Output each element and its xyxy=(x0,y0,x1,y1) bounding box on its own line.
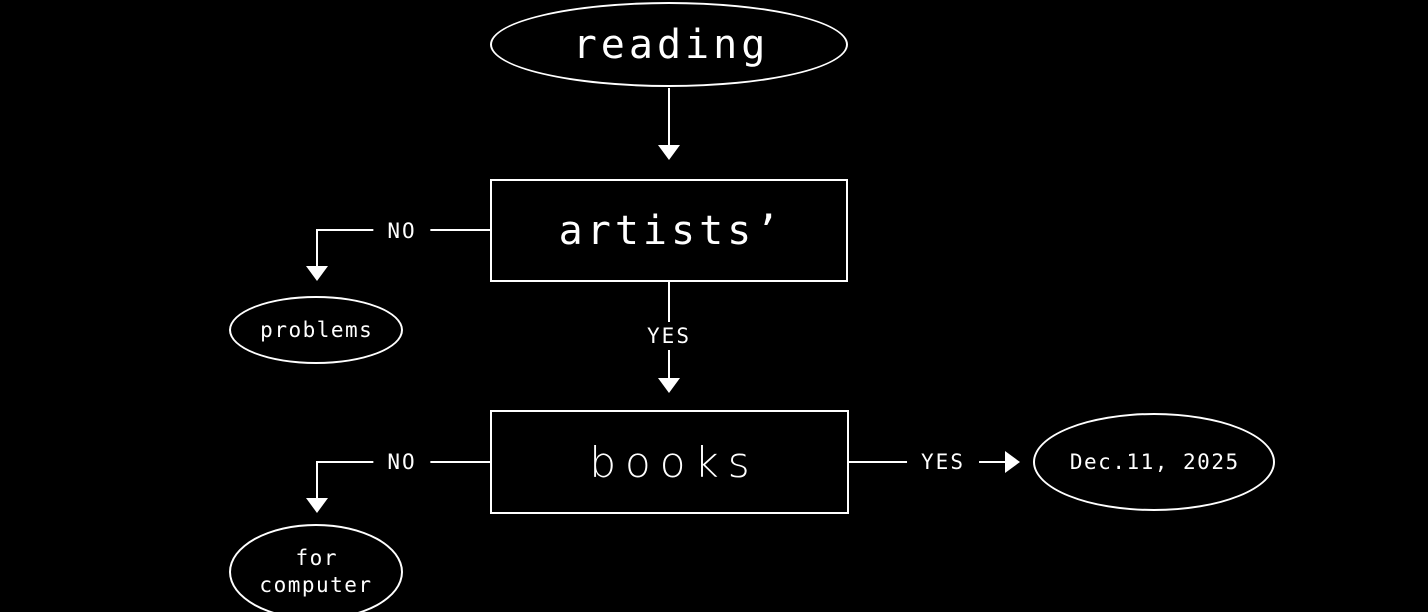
node-artists-label: artists’ xyxy=(558,207,784,254)
node-for-computer: for computer xyxy=(229,524,403,612)
node-books-label: books xyxy=(589,437,759,487)
arrowhead-down-artists-yes xyxy=(658,378,680,393)
edge-line-reading-artists xyxy=(668,88,670,146)
edge-label-books-no: NO xyxy=(373,448,431,476)
arrowhead-right-books-yes xyxy=(1005,451,1020,473)
node-artists: artists’ xyxy=(490,179,848,282)
node-problems: problems xyxy=(229,296,403,364)
node-for-computer-label: for computer xyxy=(259,546,373,597)
node-reading-label: reading xyxy=(572,21,770,68)
edge-label-artists-yes: YES xyxy=(633,322,705,350)
arrowhead-down-books-no xyxy=(306,498,328,513)
node-date: Dec.11, 2025 xyxy=(1033,413,1275,511)
edge-label-books-yes: YES xyxy=(907,448,979,476)
arrowhead-down-artists-no xyxy=(306,266,328,281)
edge-line-books-no-vertical xyxy=(316,461,318,499)
node-reading: reading xyxy=(490,2,848,87)
node-problems-label: problems xyxy=(260,318,374,342)
arrowhead-down-reading-artists xyxy=(658,145,680,160)
edge-label-artists-no: NO xyxy=(373,217,431,245)
node-books: books xyxy=(490,410,849,514)
edge-line-artists-no-vertical xyxy=(316,229,318,267)
node-date-label: Dec.11, 2025 xyxy=(1069,450,1240,474)
